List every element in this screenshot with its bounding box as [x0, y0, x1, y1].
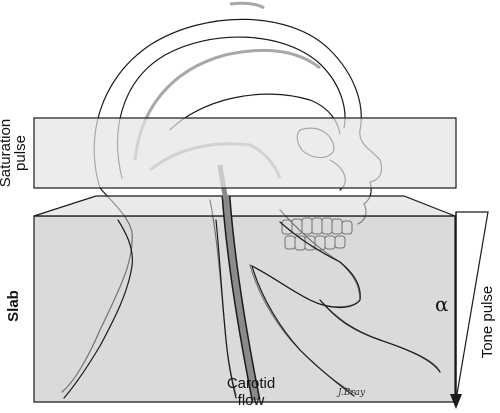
tone-arrow-head [450, 394, 462, 409]
throat-over [251, 265, 355, 397]
head-in-slab [63, 219, 441, 399]
slab-label: Slab [5, 290, 22, 322]
slab-text: Slab [5, 290, 22, 322]
skull-inner-contour [117, 36, 346, 179]
tone-pulse-label: Tone pulse [479, 285, 496, 359]
artist-signature: J.Bray [338, 385, 365, 401]
carotid-flow-label: Carotid flow [221, 375, 281, 409]
neck-front-over [319, 299, 441, 373]
slab-top-face [33, 195, 456, 217]
saturation-pulse-text: Saturation pulse [0, 118, 29, 188]
tone-pulse-text: Tone pulse [479, 285, 496, 359]
carotid-vessel-inner [223, 195, 259, 401]
mandible-over [251, 221, 361, 309]
neck-back-over [63, 219, 133, 399]
saturation-band [33, 117, 457, 189]
signature-text: J.Bray [338, 388, 366, 398]
spine-over [215, 219, 237, 399]
saturation-pulse-label: Saturation pulse [0, 103, 29, 203]
alpha-symbol: α [435, 294, 449, 314]
alpha-text: α [435, 292, 449, 316]
carotid-flow-text: Carotid flow [226, 375, 276, 409]
top-edge-mark [229, 1, 265, 10]
